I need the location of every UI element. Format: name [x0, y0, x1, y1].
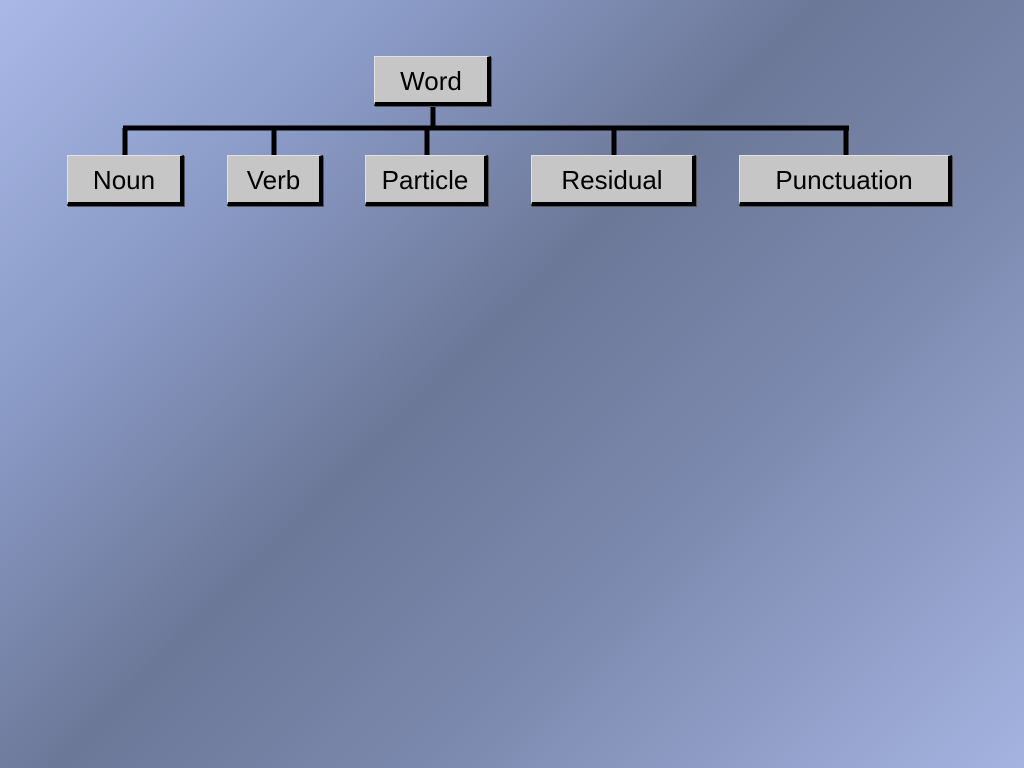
node-label: Noun [92, 165, 156, 195]
node-label: Particle [381, 165, 469, 195]
node-label: Word [400, 65, 462, 96]
node-residual: Residual [531, 155, 696, 206]
node-label: Verb [246, 165, 301, 195]
node-particle: Particle [365, 155, 488, 206]
node-punctuation: Punctuation [739, 155, 952, 206]
node-label: Residual [561, 165, 663, 195]
node-verb: Verb [227, 155, 323, 206]
node-noun: Noun [67, 155, 184, 206]
node-root-word: Word [374, 56, 491, 106]
node-label: Punctuation [775, 165, 913, 195]
